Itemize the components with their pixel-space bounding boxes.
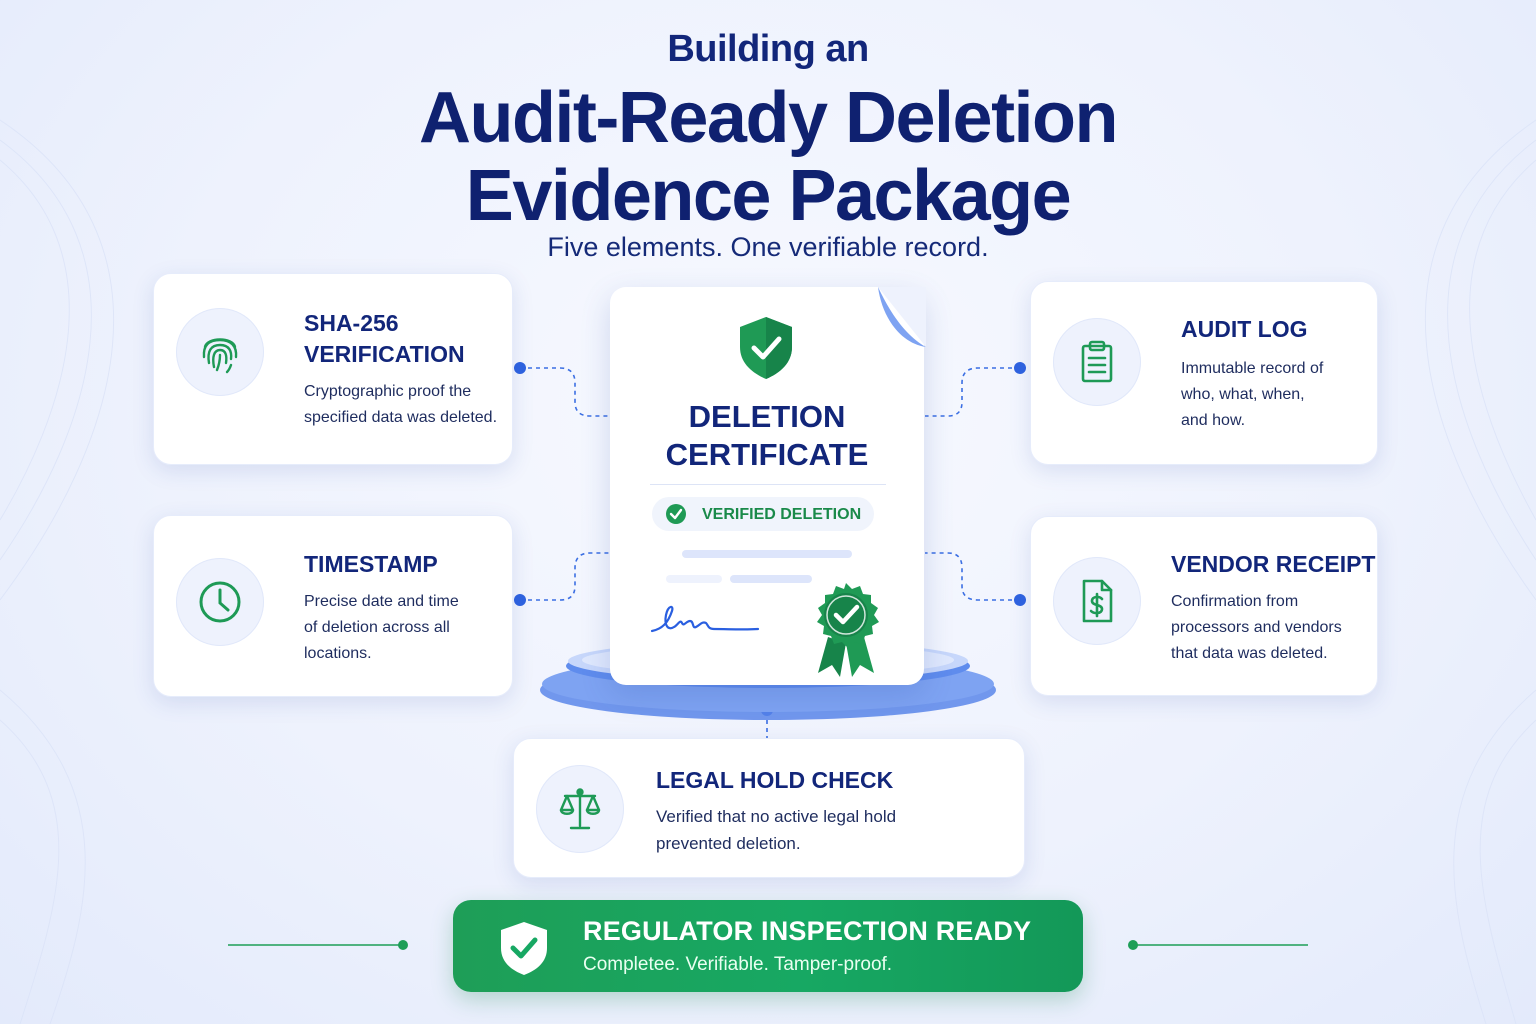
banner-title: REGULATOR INSPECTION READY xyxy=(583,916,1032,946)
fingerprint-icon xyxy=(202,338,238,374)
scales-icon xyxy=(559,788,601,830)
main-title-line1: Audit-Ready Deletion xyxy=(418,78,1119,158)
legal-hold-desc-line2: prevented deletion. xyxy=(656,834,801,853)
seal-ribbon-icon xyxy=(817,583,879,677)
vendor-receipt-title: VENDOR RECEIPT xyxy=(1171,551,1376,577)
clock-icon-circle xyxy=(176,558,264,646)
audit-log-card: AUDIT LOG Immutable record of who, what,… xyxy=(1030,281,1378,465)
audit-log-desc-line3: and how. xyxy=(1181,412,1246,429)
timestamp-desc-line1: Precise date and time xyxy=(304,593,459,610)
dollar-receipt-icon xyxy=(1082,579,1113,623)
main-title-line2: Evidence Package xyxy=(465,156,1072,236)
vendor-receipt-desc-line1: Confirmation from xyxy=(1171,593,1299,610)
fingerprint-icon-circle xyxy=(176,308,264,396)
sha256-verification-card: SHA-256 VERIFICATION Cryptographic proof… xyxy=(153,273,513,465)
audit-log-desc-line1: Immutable record of xyxy=(1181,360,1324,377)
timestamp-card: TIMESTAMP Precise date and time of delet… xyxy=(153,515,513,697)
receipt-icon-circle xyxy=(1053,557,1141,645)
verified-deletion-label: VERIFIED DELETION xyxy=(702,506,862,523)
regulator-ready-banner: REGULATOR INSPECTION READY Completee. Ve… xyxy=(453,900,1083,992)
timestamp-title: TIMESTAMP xyxy=(304,551,438,577)
check-circle-icon xyxy=(666,504,686,524)
banner-subtitle: Completee. Verifiable. Tamper-proof. xyxy=(583,954,893,975)
clipboard-icon xyxy=(1081,340,1113,383)
vendor-receipt-desc-line3: that data was deleted. xyxy=(1171,645,1328,662)
vendor-receipt-card: VENDOR RECEIPT Confirmation from process… xyxy=(1030,516,1378,696)
legal-hold-desc-line1: Verified that no active legal hold xyxy=(656,807,897,826)
placeholder-line xyxy=(730,575,812,583)
legal-hold-check-card: LEGAL HOLD CHECK Verified that no active… xyxy=(513,738,1025,878)
clock-icon xyxy=(199,581,241,623)
scales-icon-circle xyxy=(536,765,624,853)
certificate-divider xyxy=(650,484,886,485)
verified-deletion-badge: VERIFIED DELETION xyxy=(652,497,874,531)
certificate-title-line1: DELETION xyxy=(688,399,846,434)
placeholder-line xyxy=(666,575,722,583)
vendor-receipt-desc-line2: processors and vendors xyxy=(1171,619,1342,636)
deletion-certificate: DELETION CERTIFICATE VERIFIED DELETION xyxy=(610,287,926,685)
audit-log-desc-line2: who, what, when, xyxy=(1181,386,1305,403)
sha256-title-line1: SHA-256 xyxy=(304,310,399,336)
sha256-desc-line1: Cryptographic proof the xyxy=(304,383,472,400)
timestamp-desc-line3: locations. xyxy=(304,645,372,662)
pre-title: Building an xyxy=(667,28,869,70)
timestamp-desc-line2: of deletion across all xyxy=(304,619,450,636)
audit-log-title: AUDIT LOG xyxy=(1181,316,1308,342)
sha256-title-line2: VERIFICATION xyxy=(304,341,465,367)
shield-check-icon xyxy=(501,922,547,975)
signature-icon xyxy=(650,605,760,633)
sha256-desc-line2: specified data was deleted. xyxy=(304,409,498,426)
placeholder-line xyxy=(682,550,852,558)
page-fold xyxy=(878,287,926,347)
clipboard-icon-circle xyxy=(1053,318,1141,406)
certificate-title-line2: CERTIFICATE xyxy=(665,437,869,472)
legal-hold-title: LEGAL HOLD CHECK xyxy=(656,767,894,793)
subtitle: Five elements. One verifiable record. xyxy=(547,232,989,262)
shield-check-icon xyxy=(740,317,792,379)
